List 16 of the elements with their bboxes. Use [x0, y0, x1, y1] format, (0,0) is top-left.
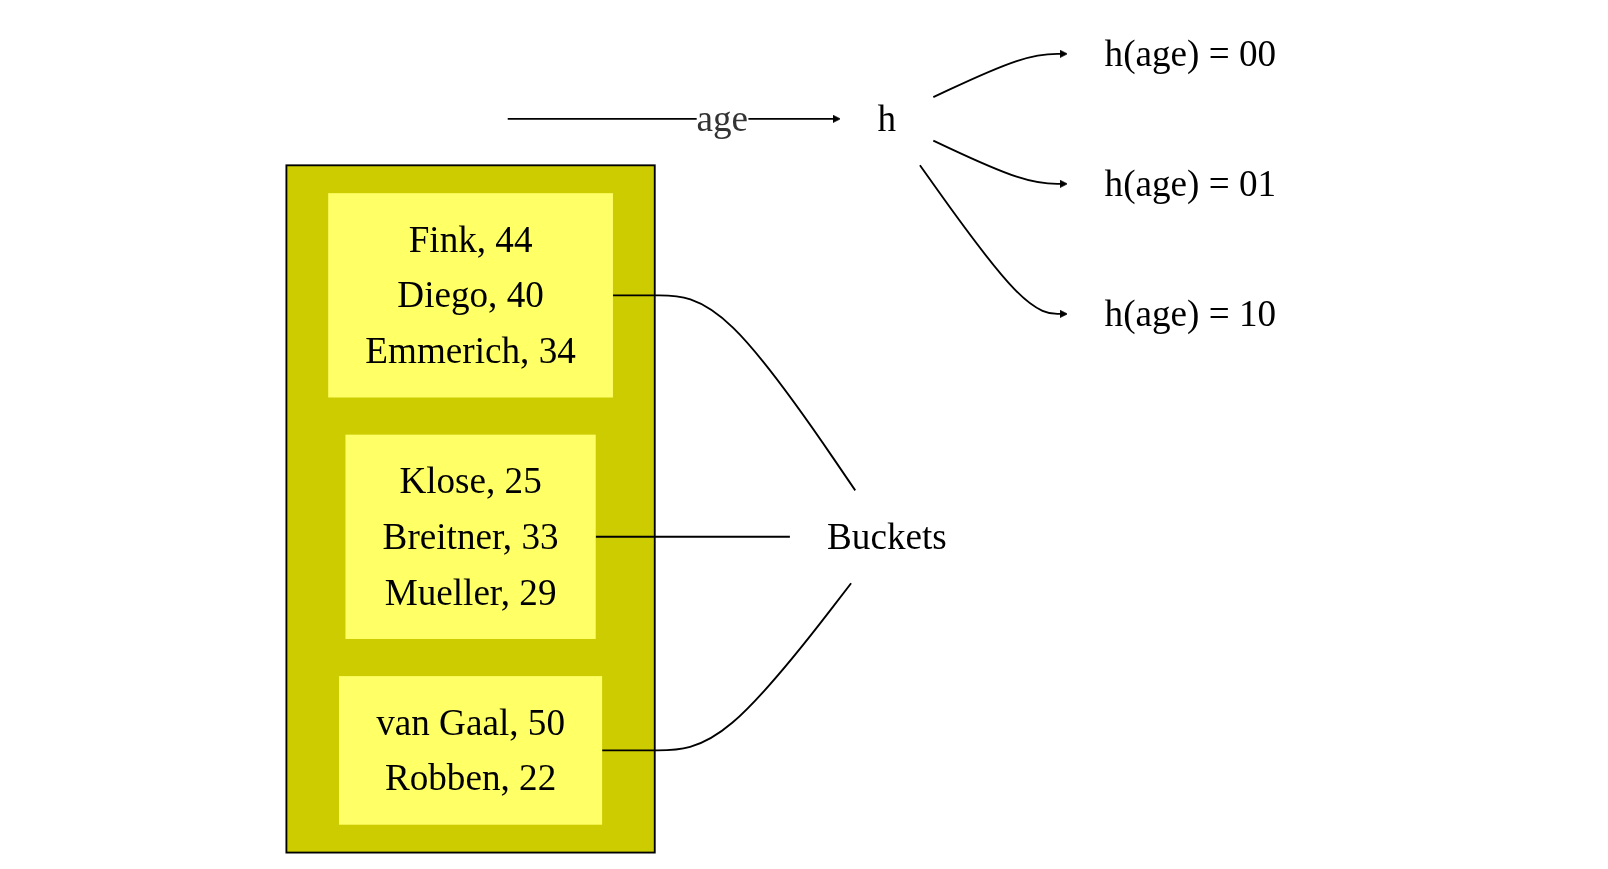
- arrow: [932, 49, 1068, 99]
- node-text: h(age) = 00: [1104, 32, 1277, 75]
- cluster: [285, 164, 656, 854]
- node-box: Klose, 25 Breitner, 33 Mueller, 29: [345, 434, 596, 639]
- node-box: van Gaal, 50 Robben, 22: [339, 676, 603, 825]
- arrow: [932, 139, 1068, 188]
- edge-label: age: [696, 97, 749, 140]
- connector: [594, 535, 791, 538]
- node-text: h(age) = 01: [1104, 162, 1277, 205]
- node-text: h: [877, 97, 897, 140]
- node-box: Fink, 44 Diego, 40 Emmerich, 34: [328, 193, 614, 398]
- connector: [612, 294, 857, 492]
- node-text: h(age) = 10: [1104, 292, 1277, 335]
- arrow: [919, 164, 1068, 318]
- node-text: Buckets: [827, 515, 947, 558]
- connector: [601, 582, 853, 752]
